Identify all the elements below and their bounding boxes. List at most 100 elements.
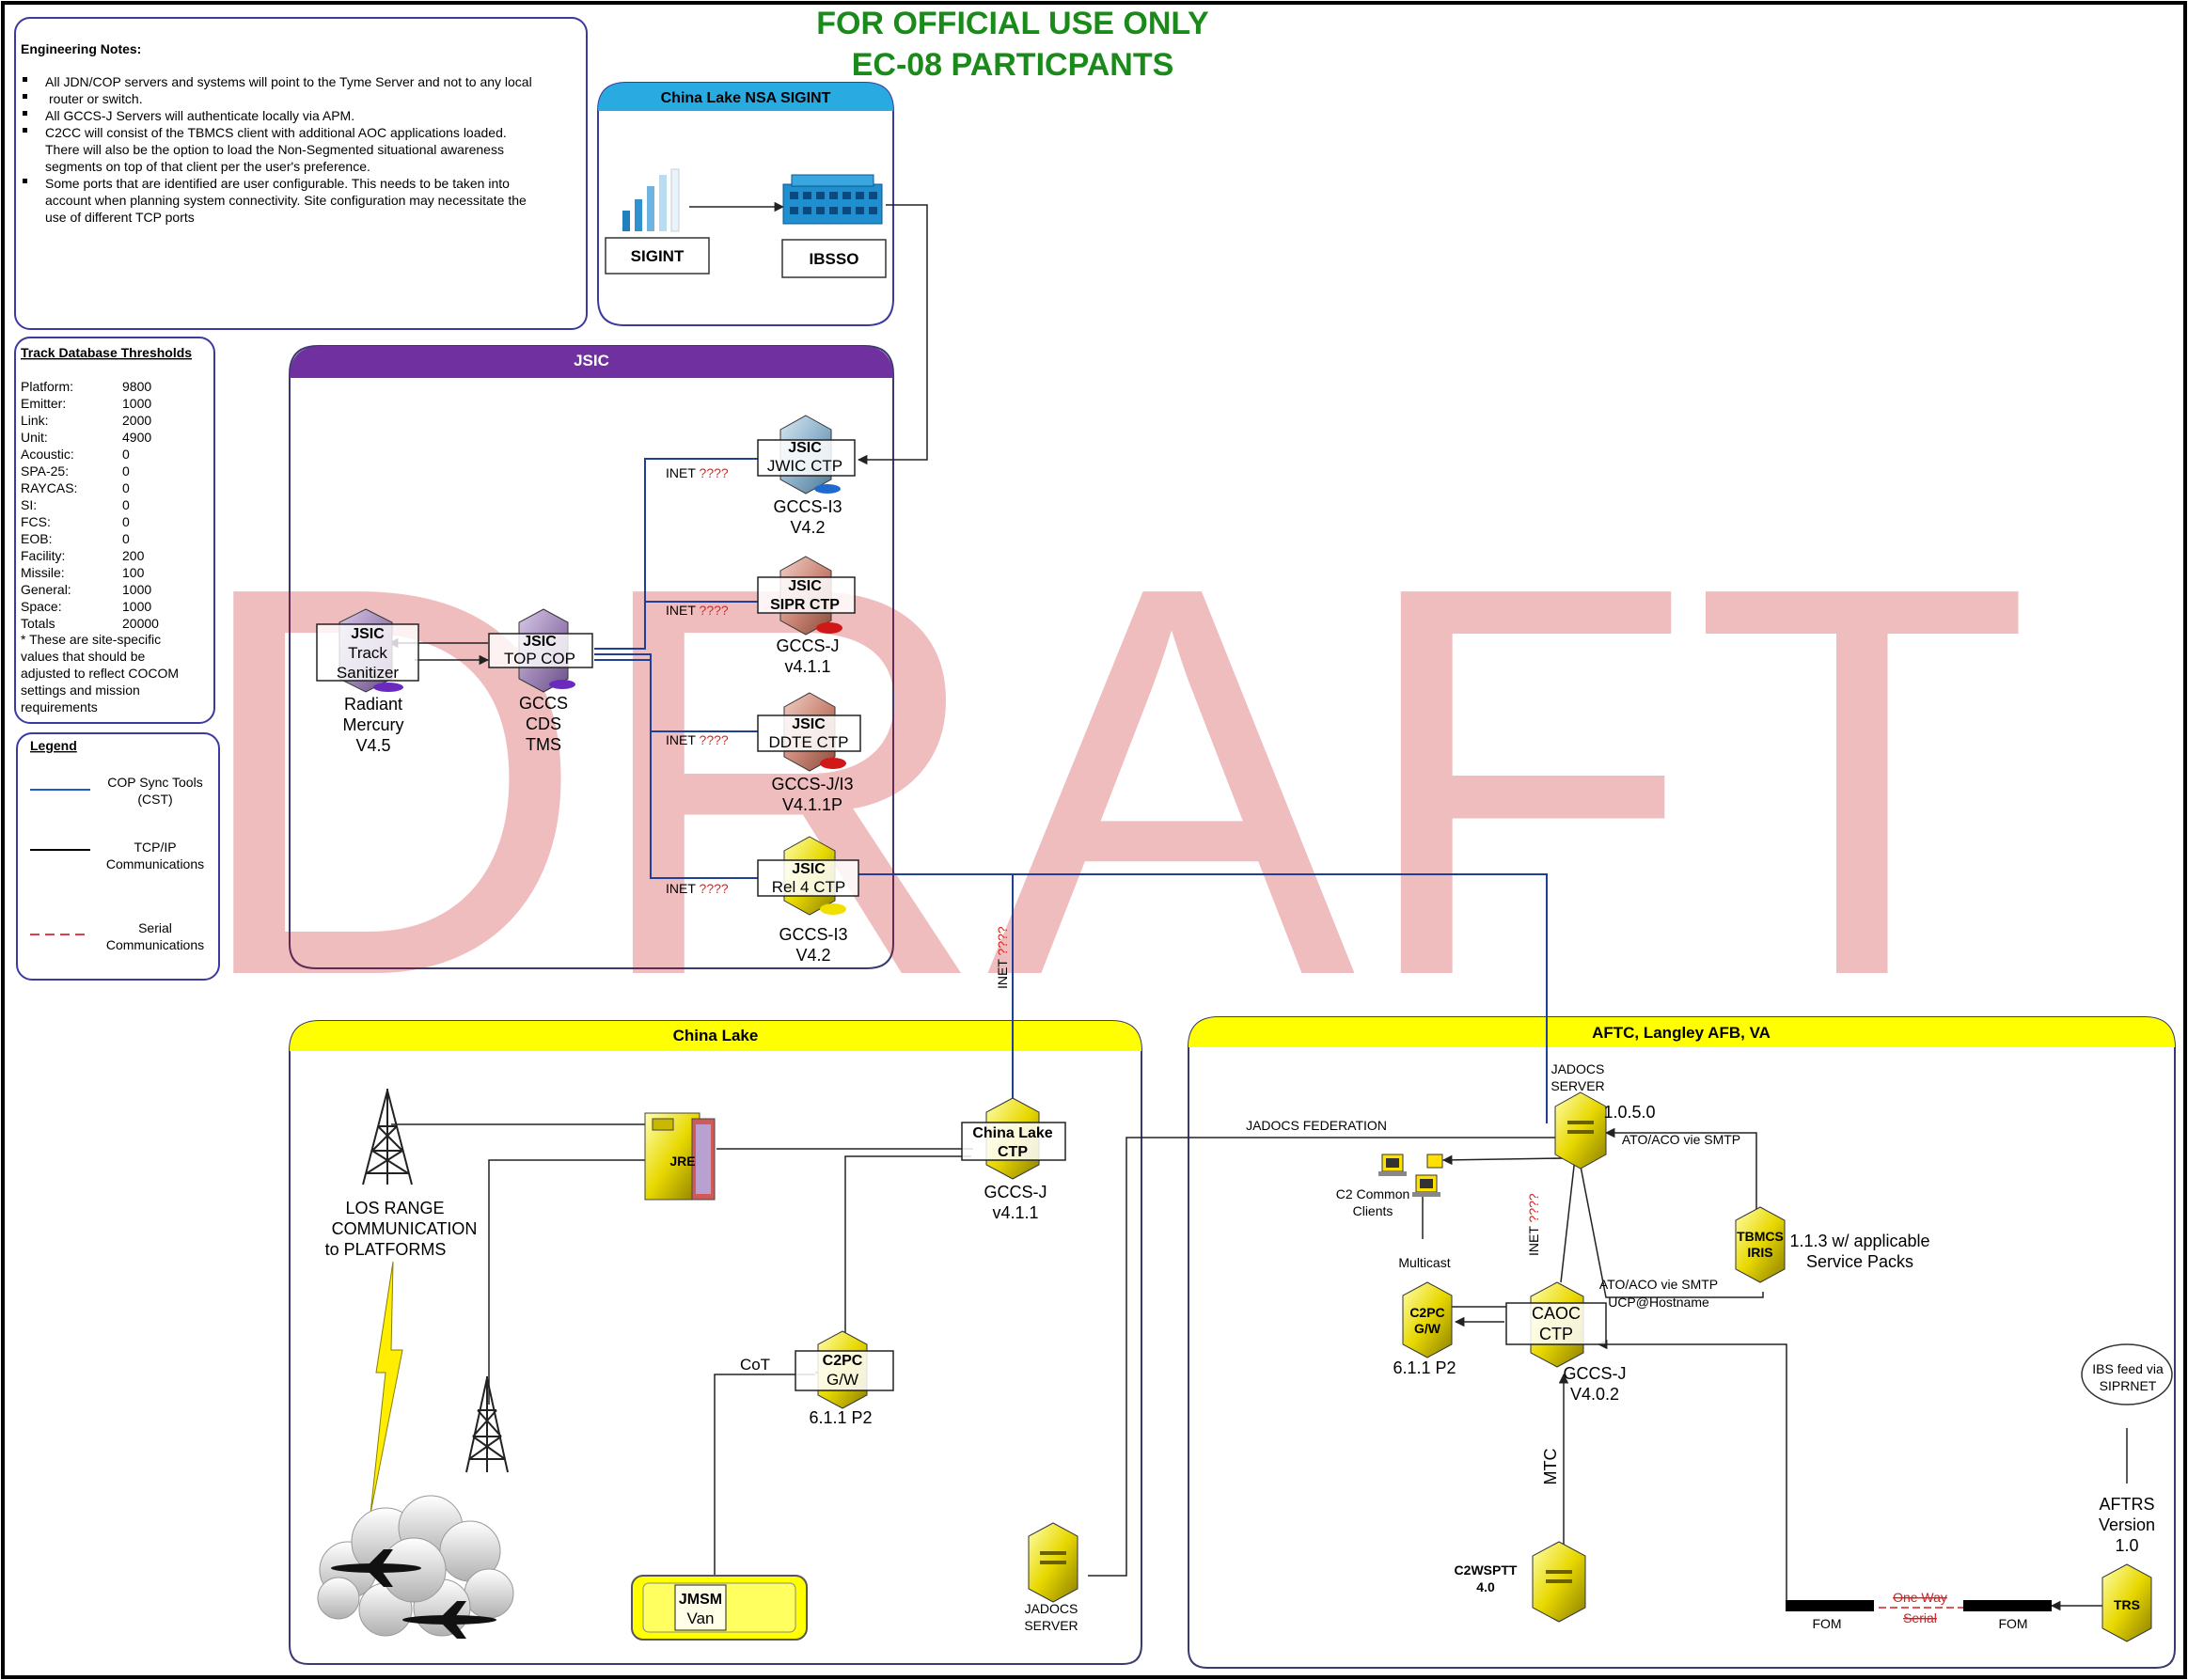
thresholds-note-4: settings and mission [21,683,140,698]
tbmcs-l2: IRIS [1747,1245,1772,1260]
chinalake-ctp-l2: CTP [998,1144,1028,1160]
ddte-c1: GCCS-J/I3 [771,775,853,793]
china-lake-ctp-node[interactable]: China Lake CTP GCCS-J v4.1.1 [961,1097,1066,1222]
sanitizer-l1: JSIC [351,626,385,642]
sigint-panel: China Lake NSA SIGINT SIGINT IBSSO [597,82,894,326]
signal-bars-icon [622,168,680,232]
los-line-3: to PLATFORMS [325,1240,447,1259]
c2wspTT-node[interactable]: C2WSPTT 4.0 [1455,1541,1586,1623]
inet-label-rel4: INET ???? [666,881,729,896]
los-line-1: LOS RANGE [345,1199,444,1217]
topcop-c1: GCCS [519,694,568,713]
legend-panel: Legend COP Sync Tools (CST) TCP/IP Commu… [16,732,220,981]
threshold-key: RAYCAS: [21,480,77,495]
caoc-ctp-node[interactable]: CAOC CTP GCCS-J V4.0.2 [1505,1281,1627,1404]
legend-cst-1: COP Sync Tools [107,775,202,790]
jsic-sipr-ctp-node[interactable]: JSIC SIPR CTP GCCS-J v4.1.1 [757,556,856,676]
rel4-l1: JSIC [792,861,826,877]
legend-serial-2: Communications [106,937,204,952]
inet-label-sipr: INET ???? [666,603,729,618]
jsic-track-sanitizer-node[interactable]: JSIC Track Sanitizer Radiant Mercury V4.… [316,608,419,755]
sipr-l2: SIPR CTP [770,597,840,613]
thresholds-note-5: requirements [21,699,98,714]
aftc-jadocs-server-node[interactable]: JADOCS SERVER 1.0.5.0 [1550,1061,1656,1170]
mtc-label: MTC [1541,1449,1560,1485]
jsic-panel-title: JSIC [574,352,609,369]
threshold-value: 0 [122,497,130,512]
jwic-c1: GCCS-I3 [773,497,842,516]
ato-label-2: ATO/ACO vie SMTP [1599,1277,1718,1292]
threshold-value: 0 [122,480,130,495]
aftrs-l1: AFTRS [2099,1495,2154,1514]
caoc-l1: CAOC [1532,1304,1581,1323]
cl-jadocs-l1: JADOCS [1025,1601,1078,1616]
sanitizer-c3: V4.5 [355,736,390,755]
jwic-l1: JSIC [788,440,822,456]
china-lake-jadocs-server-node[interactable]: JADOCS SERVER [1024,1522,1078,1633]
threshold-key: SI: [21,497,37,512]
small-antenna-tower-icon [465,1376,509,1473]
inet-label-jwic: INET ???? [666,465,729,480]
threshold-value: 1000 [122,396,151,411]
ibs-feed-l2: SIPRNET [2100,1378,2157,1393]
jsic-top-cop-node[interactable]: JSIC TOP COP GCCS CDS TMS [488,608,593,754]
jsic-rel4-ctp-node[interactable]: JSIC Rel 4 CTP GCCS-I3 V4.2 [757,836,859,965]
jre-label: JRE [669,1154,695,1169]
jwic-l2: JWIC CTP [767,457,842,475]
threshold-key: Totals [21,616,55,631]
cl-c2pc-l2: G/W [826,1371,858,1389]
caoc-c2: V4.0.2 [1570,1385,1619,1404]
jre-node[interactable]: JRE [644,1112,716,1201]
c2-common-clients-icon[interactable]: C2 Common Clients [1336,1154,1443,1218]
tbmcs-iris-node[interactable]: TBMCS IRIS 1.1.3 w/ applicable Service P… [1735,1206,1930,1283]
rel4-c1: GCCS-I3 [779,925,847,944]
antenna-tower-icon [362,1089,413,1185]
jmsm-l2: Van [687,1609,715,1627]
building-icon [782,174,883,225]
legend-title: Legend [30,738,77,753]
jmsm-van-node[interactable]: JMSM Van [631,1575,808,1641]
threshold-key: Link: [21,413,49,428]
sipr-c1: GCCS-J [777,636,840,655]
note-line-4: C2CC will consist of the TBMCS client wi… [45,125,507,140]
header-line-2: EC-08 PARTICPANTS [852,47,1174,83]
note-line-9: use of different TCP ports [45,210,195,225]
aftc-c2pc-node[interactable]: C2PC G/W 6.1.1 P2 [1393,1281,1456,1377]
threshold-value: 0 [122,447,130,462]
note-line-3: All GCCS-J Servers will authenticate loc… [45,108,354,123]
cloud-aircraft-icon [317,1495,514,1639]
thresholds-note-2: values that should be [21,649,146,664]
chinalake-ctp-c2: v4.1.1 [992,1203,1038,1222]
china-lake-c2pc-node[interactable]: C2PC G/W 6.1.1 P2 [795,1330,894,1427]
ddte-c2: V4.1.1P [782,795,842,814]
c2common-l1: C2 Common [1336,1186,1410,1201]
china-lake-panel: China Lake [289,1020,1142,1665]
tbmcs-l1: TBMCS [1737,1229,1784,1244]
c2wspTT-l1: C2WSPTT [1455,1562,1518,1578]
sanitizer-l3: Sanitizer [337,664,399,682]
tbmcs-c2: Service Packs [1806,1252,1913,1271]
chinalake-ctp-l1: China Lake [972,1125,1052,1141]
jsic-jwic-ctp-node[interactable]: JSIC JWIC CTP GCCS-I3 V4.2 [757,415,856,537]
ucp-label: UCP@Hostname [1608,1295,1709,1310]
threshold-key: Facility: [21,548,65,563]
threshold-value: 0 [122,531,130,546]
fom-label-1: FOM [1812,1616,1841,1631]
chinalake-ctp-c1: GCCS-J [984,1183,1047,1201]
aftc-panel: AFTC, Langley AFB, VA [1188,1016,2176,1669]
sanitizer-c2: Mercury [342,715,403,734]
note-line-7: Some ports that are identified are user … [45,176,510,191]
header-line-1: FOR OFFICIAL USE ONLY [816,6,1209,41]
aftc-jadocs-ver: 1.0.5.0 [1603,1103,1655,1122]
note-line-6: segments on top of that client per the u… [45,159,370,174]
one-way-l1: One Way [1893,1590,1947,1605]
sigint-label: SIGINT [631,247,685,265]
threshold-key: Space: [21,599,62,614]
note-line-1: All JDN/COP servers and systems will poi… [45,74,532,89]
trs-node[interactable]: TRS [2101,1563,2152,1642]
sanitizer-c1: Radiant [344,695,402,714]
aftc-jadocs-l1: JADOCS [1551,1061,1605,1076]
ddte-l2: DDTE CTP [769,733,849,751]
jsic-ddte-ctp-node[interactable]: JSIC DDTE CTP GCCS-J/I3 V4.1.1P [757,692,861,814]
